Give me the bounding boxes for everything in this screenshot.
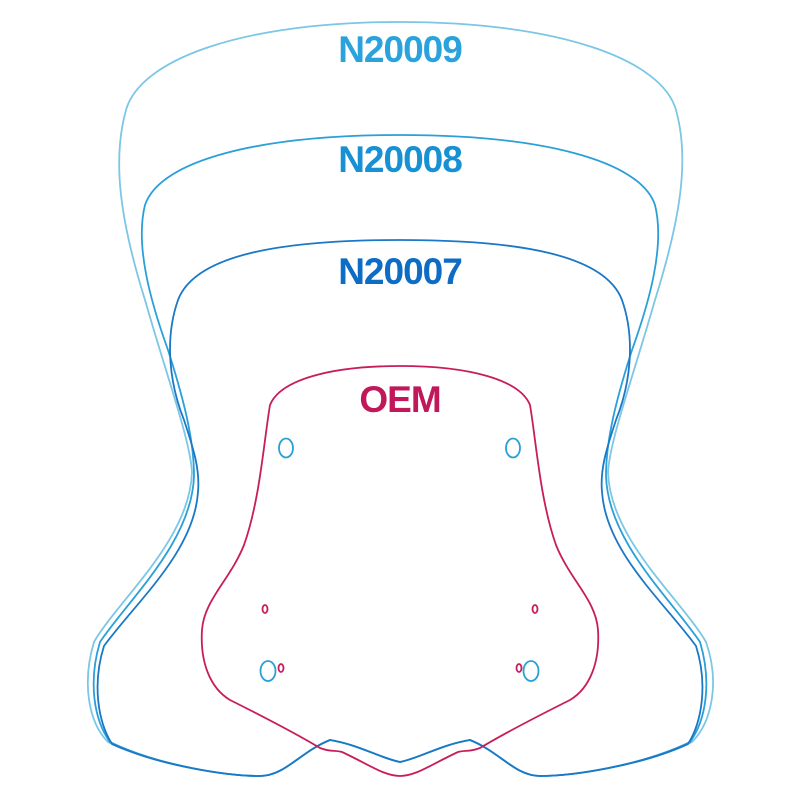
oem-hole-lower-left bbox=[277, 663, 285, 673]
outline-oem bbox=[200, 365, 600, 777]
mount-hole-upper-right bbox=[505, 437, 521, 459]
oem-hole-lower-right bbox=[515, 663, 523, 673]
mount-hole-lower-left bbox=[259, 660, 277, 682]
label-n20008: N20008 bbox=[338, 139, 462, 180]
oem-hole-mid-right bbox=[531, 604, 539, 614]
label-n20009: N20009 bbox=[338, 29, 462, 70]
oem-hole-mid-left bbox=[261, 604, 269, 614]
mount-hole-upper-left bbox=[278, 437, 294, 459]
outline-n20008 bbox=[92, 134, 708, 777]
outline-n20007 bbox=[96, 239, 704, 777]
label-oem: OEM bbox=[359, 379, 440, 420]
mount-hole-lower-right bbox=[522, 660, 540, 682]
label-n20007: N20007 bbox=[338, 251, 462, 292]
